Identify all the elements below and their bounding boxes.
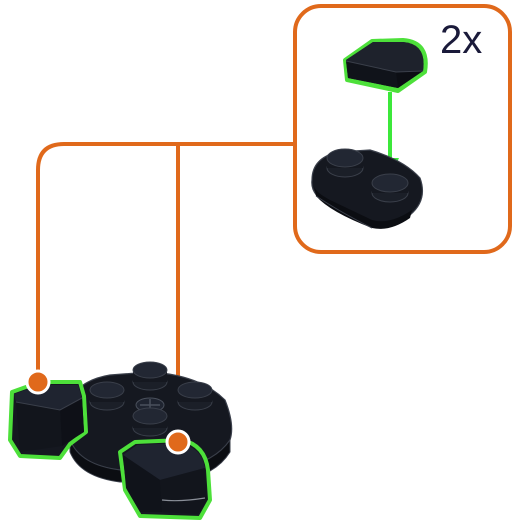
quantity-label: 2x xyxy=(440,18,482,62)
assembly-new-tile-left xyxy=(8,380,88,460)
main-assembly xyxy=(8,361,233,520)
attach-dot-icon-front xyxy=(165,429,191,455)
base-part-plate xyxy=(311,148,423,229)
assembly-stud-right xyxy=(177,381,213,411)
connector-left xyxy=(36,142,296,382)
assembly-stud-bottom xyxy=(132,407,168,437)
base-stud-2 xyxy=(371,173,409,203)
new-part-tile xyxy=(343,38,428,93)
assembly-stud-left xyxy=(89,381,125,411)
assembly-stud-top xyxy=(132,361,168,391)
assembly-new-tile-front xyxy=(118,438,212,520)
base-stud-1 xyxy=(326,148,364,178)
attach-dot-icon-left xyxy=(25,369,51,395)
